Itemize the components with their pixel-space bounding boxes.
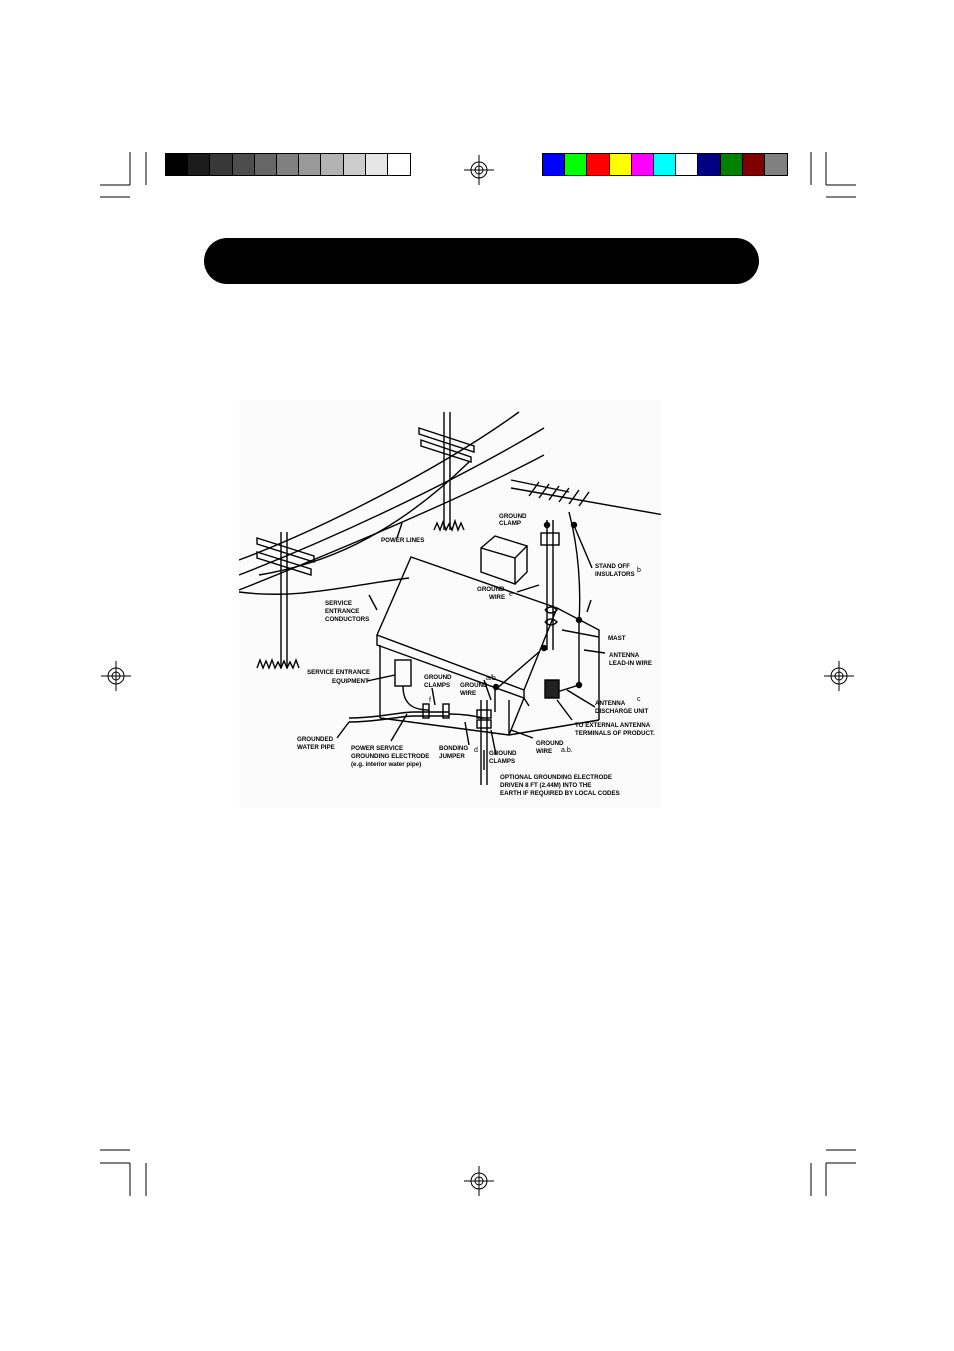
gray-swatch [299,154,322,175]
gray-swatch [387,154,411,175]
label-optional-3: EARTH IF REQUIRED BY LOCAL CODES [500,790,620,797]
color-swatch [676,154,699,175]
label-service-entrance-1: SERVICE [325,600,352,607]
label-ground-wire2-letter: a/b [486,675,496,682]
antenna-grounding-diagram: POWER LINES GROUND CLAMP STAND OFF INSUL… [239,400,661,808]
label-power-service-3: (e.g. interior water pipe) [351,761,421,768]
label-service-equipment-1: SERVICE ENTRANCE [307,669,370,676]
gray-swatch [365,154,388,175]
gray-swatch [254,154,277,175]
label-ground-wire2-1: GROUND [460,682,488,689]
label-power-lines: POWER LINES [381,537,424,544]
label-stand-off-2: INSULATORS [595,571,635,578]
gray-swatch [343,154,366,175]
color-swatch [631,154,654,175]
label-stand-off-letter: b [637,567,641,574]
label-discharge-letter: c [637,696,641,703]
label-ground-clamp-2: CLAMP [499,520,521,527]
registration-target-bottom [464,1166,494,1196]
label-power-service-2: GROUNDING ELECTRODE [351,753,429,760]
label-external-1: TO EXTERNAL ANTENNA [575,722,651,729]
label-ab: a.b. [561,747,573,754]
label-optional-2: DRIVEN 8 FT (2.44M) INTO THE [500,782,591,789]
label-stand-off-1: STAND OFF [595,563,630,570]
registration-target-top [464,155,494,185]
label-water-pipe-1: GROUNDED [297,736,334,743]
label-discharge-2: DISCHARGE UNIT [595,708,649,715]
label-ground-wire-1: GROUND [477,586,505,593]
label-ground-wire-letter: e [509,591,513,598]
label-service-entrance-2: ENTRANCE [325,608,359,615]
label-bonding-letter: d [474,747,478,754]
label-ground-wire2-2: WIRE [460,690,476,697]
registration-target-right [824,661,854,691]
color-swatch [698,154,721,175]
section-title-bar [204,238,759,284]
label-power-service-1: POWER SERVICE [351,745,403,752]
label-ground-clamps-top-2: CLAMPS [424,682,450,689]
color-swatch [587,154,610,175]
label-ground-clamp-1: GROUND [499,513,527,520]
label-ground-wire3-2: WIRE [536,748,552,755]
label-discharge-1: ANTENNA [595,700,626,707]
label-external-2: TERMINALS OF PRODUCT. [575,730,655,737]
gray-swatch [188,154,211,175]
label-ground-clamps-top-letter: f [429,697,431,704]
label-service-entrance-3: CONDUCTORS [325,616,369,623]
registration-target-left [101,661,131,691]
color-calibration-bar [542,153,788,176]
label-water-pipe-2: WATER PIPE [297,744,335,751]
label-ground-clamps-bottom-1: GROUND [489,750,517,757]
label-ground-clamps-top-1: GROUND [424,674,452,681]
color-swatch [720,154,743,175]
label-bonding-1: BONDING [439,745,468,752]
color-swatch [609,154,632,175]
color-swatch [653,154,677,175]
gray-swatch [321,154,344,175]
color-swatch [565,154,588,175]
label-mast: MAST [608,635,626,642]
gray-swatch [232,154,255,175]
color-swatch [742,154,765,175]
color-swatch [764,154,788,175]
gray-swatch [210,154,233,175]
color-swatch [543,154,566,175]
label-antenna-lead-1: ANTENNA [609,652,640,659]
gray-swatch [276,154,300,175]
label-service-equipment-2: EQUIPMENT [332,678,369,685]
grayscale-calibration-bar [165,153,411,176]
label-optional-1: OPTIONAL GROUNDING ELECTRODE [500,774,612,781]
label-ground-clamps-bottom-2: CLAMPS [489,758,515,765]
label-ground-wire-2: WIRE [489,594,505,601]
label-ground-wire3-1: GROUND [536,740,564,747]
gray-swatch [166,154,189,175]
label-bonding-2: JUMPER [439,753,465,760]
label-antenna-lead-2: LEAD-IN WIRE [609,660,652,667]
